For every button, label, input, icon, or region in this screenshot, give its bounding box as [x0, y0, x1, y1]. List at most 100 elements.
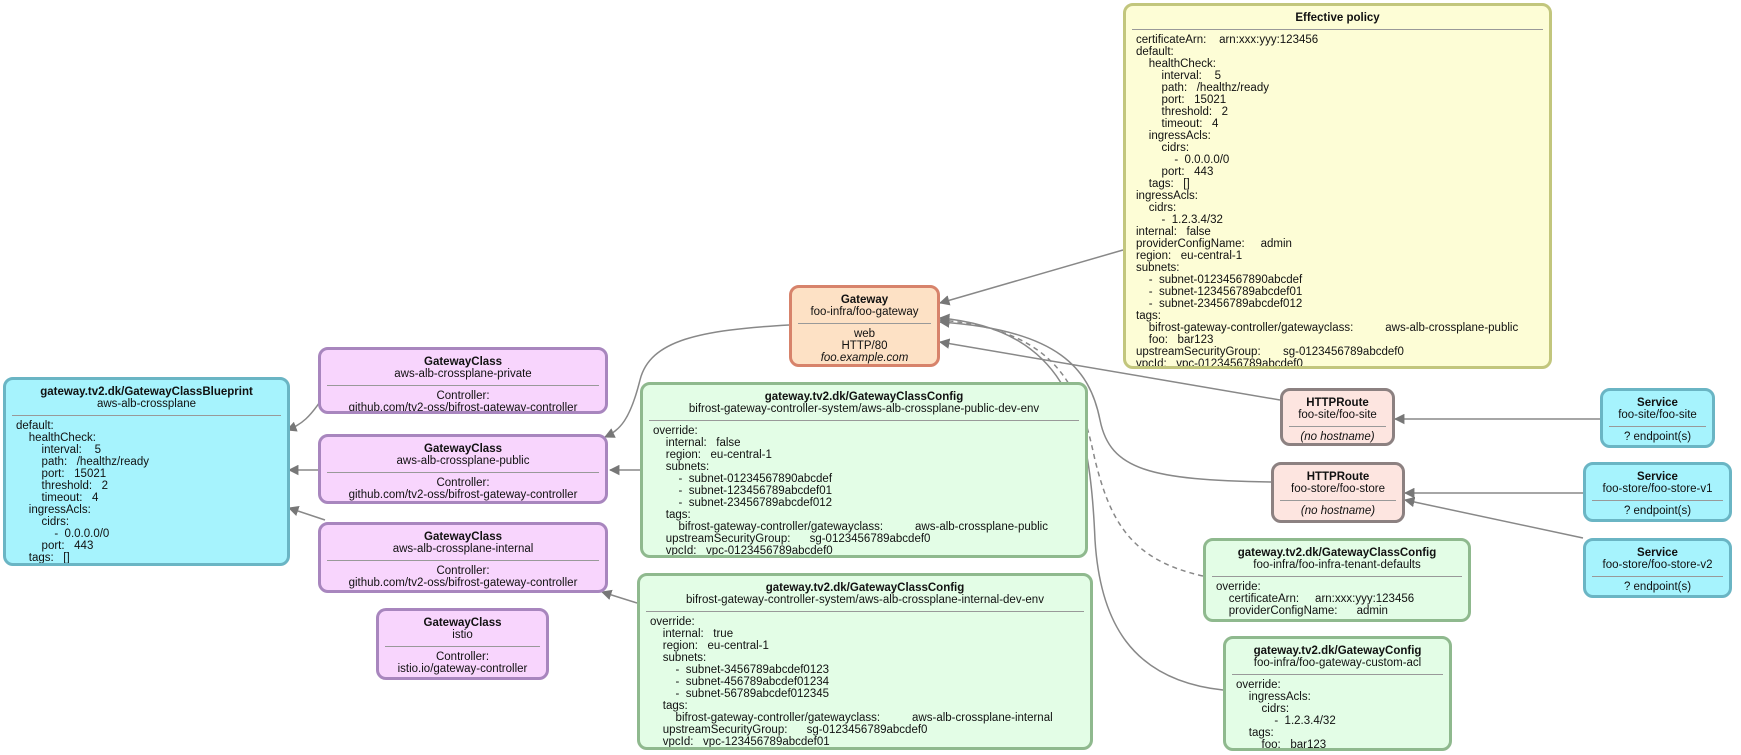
yaml-line: interval: 5: [16, 444, 102, 456]
httproute-foo-site-node[interactable]: HTTPRoute foo-site/foo-site (no hostname…: [1280, 388, 1395, 446]
gatewayclassconfig-public-node[interactable]: gateway.tv2.dk/GatewayClassConfig bifros…: [640, 382, 1088, 558]
separator: [1592, 576, 1723, 577]
separator: [649, 420, 1079, 421]
yaml-line: cidrs:: [16, 516, 70, 528]
yaml-line: timeout: 4: [16, 492, 99, 504]
service-foo-site-node[interactable]: Service foo-site/foo-site ? endpoint(s): [1600, 388, 1715, 448]
node-title: gateway.tv2.dk/GatewayConfig: [1253, 645, 1422, 657]
separator: [1232, 674, 1443, 675]
yaml-line: default:: [1136, 46, 1174, 58]
yaml-line: threshold: 2: [16, 480, 109, 492]
yaml-body: override: ingressAcls: cidrs: - 1.2.3.4/…: [1226, 679, 1449, 751]
node-subtitle: foo-site/foo-site: [1298, 409, 1377, 421]
gatewayclass-private-node[interactable]: GatewayClass aws-alb-crossplane-private …: [318, 347, 608, 414]
node-subtitle: foo-infra/foo-infra-tenant-defaults: [1253, 559, 1421, 571]
yaml-line: override:: [650, 616, 695, 628]
yaml-line: region: eu-central-1: [650, 640, 769, 652]
separator: [385, 646, 540, 647]
separator: [327, 472, 599, 473]
yaml-line: ingressAcls:: [1136, 130, 1211, 142]
yaml-line: tags:: [1136, 310, 1161, 322]
yaml-line: providerConfigName: admin: [1216, 605, 1388, 617]
node-subtitle: aws-alb-crossplane-private: [394, 368, 532, 380]
yaml-line: region: eu-central-1: [1136, 250, 1243, 262]
yaml-line: region: eu-central-1: [653, 449, 772, 461]
separator: [1132, 29, 1543, 30]
yaml-line: override:: [1236, 679, 1281, 691]
gatewayclass-public-node[interactable]: GatewayClass aws-alb-crossplane-public C…: [318, 434, 608, 504]
effective-policy-node[interactable]: Effective policy certificateArn: arn:xxx…: [1123, 3, 1552, 369]
node-title: HTTPRoute: [1306, 471, 1370, 483]
node-title: HTTPRoute: [1306, 397, 1369, 409]
separator: [1289, 426, 1386, 427]
yaml-line: tags:: [650, 700, 688, 712]
yaml-line: - subnet-123456789abcdef01: [653, 485, 833, 497]
node-title: GatewayClass: [424, 443, 502, 455]
gateway-node[interactable]: Gateway foo-infra/foo-gateway web HTTP/8…: [789, 285, 940, 367]
node-title: gateway.tv2.dk/GatewayClassConfig: [764, 391, 964, 403]
yaml-line: bifrost-gateway-controller/gatewayclass:…: [653, 521, 1048, 533]
edge-policy-to-gateway: [938, 249, 1124, 306]
yaml-line: port: 443: [1136, 166, 1214, 178]
yaml-line: bifrost-gateway-controller/gatewayclass:…: [650, 712, 1053, 724]
gatewayclassconfig-internal-node[interactable]: gateway.tv2.dk/GatewayClassConfig bifros…: [637, 573, 1093, 750]
controller-name: github.com/tv2-oss/bifrost-gateway-contr…: [348, 402, 578, 414]
yaml-line: internal: false: [653, 437, 741, 449]
endpoint-count: ? endpoint(s): [1623, 431, 1692, 443]
yaml-line: ingressAcls:: [1136, 190, 1198, 202]
controller-name: github.com/tv2-oss/bifrost-gateway-contr…: [348, 577, 578, 589]
httproute-foo-store-node[interactable]: HTTPRoute foo-store/foo-store (no hostna…: [1271, 462, 1405, 523]
yaml-line: tags: []: [16, 552, 70, 564]
node-title: gateway.tv2.dk/GatewayClassBlueprint: [40, 386, 253, 398]
yaml-line: - 1.2.3.4/32: [1236, 715, 1336, 727]
node-title: GatewayClass: [424, 356, 502, 368]
yaml-body: default: healthCheck: interval: 5 path: …: [6, 420, 287, 564]
yaml-line: path: /healthz/ready: [16, 456, 149, 468]
tenant-defaults-config-node[interactable]: gateway.tv2.dk/GatewayClassConfig foo-in…: [1203, 538, 1471, 622]
separator: [798, 323, 931, 324]
route-hostname: (no hostname): [1300, 431, 1375, 443]
yaml-line: subnets:: [653, 461, 710, 473]
node-title: Gateway: [840, 294, 889, 306]
yaml-line: internal: false: [1136, 226, 1211, 238]
endpoint-count: ? endpoint(s): [1623, 581, 1692, 593]
separator: [327, 560, 599, 561]
node-subtitle: istio: [452, 629, 473, 641]
edge-route-site-to-gateway: [938, 338, 1281, 401]
yaml-line: override:: [653, 425, 698, 437]
yaml-line: providerConfigName: admin: [1136, 238, 1292, 250]
yaml-line: upstreamSecurityGroup: sg-0123456789abcd…: [653, 533, 931, 545]
yaml-line: - subnet-23456789abcdef012: [1136, 298, 1303, 310]
edge-svc-v2-to-route-store: [1403, 496, 1584, 539]
yaml-body: override: certificateArn: arn:xxx:yyy:12…: [1206, 581, 1468, 617]
yaml-line: foo: bar123: [1236, 739, 1327, 751]
service-foo-store-v2-node[interactable]: Service foo-store/foo-store-v2 ? endpoin…: [1583, 538, 1732, 598]
yaml-line: path: /healthz/ready: [1136, 82, 1269, 94]
yaml-line: bifrost-gateway-controller/gatewayclass:…: [1136, 322, 1519, 334]
yaml-line: tags: []: [1136, 178, 1190, 190]
yaml-line: - 0.0.0.0/0: [1136, 154, 1230, 166]
node-title: Service: [1637, 547, 1678, 559]
yaml-line: interval: 5: [1136, 70, 1222, 82]
node-subtitle: foo-store/foo-store-v2: [1602, 559, 1713, 571]
yaml-line: port: 443: [16, 540, 94, 552]
gatewayclassblueprint-node[interactable]: gateway.tv2.dk/GatewayClassBlueprint aws…: [3, 377, 290, 566]
edge-tenant-defaults-to-gateway: [938, 315, 1204, 577]
gateway-custom-acl-config-node[interactable]: gateway.tv2.dk/GatewayConfig foo-infra/f…: [1223, 636, 1452, 751]
separator: [1609, 426, 1706, 427]
yaml-line: cidrs:: [1236, 703, 1290, 715]
gatewayclass-internal-node[interactable]: GatewayClass aws-alb-crossplane-internal…: [318, 522, 608, 593]
node-subtitle: foo-infra/foo-gateway-custom-acl: [1253, 657, 1422, 669]
yaml-line: port: 15021: [1136, 94, 1227, 106]
service-foo-store-v1-node[interactable]: Service foo-store/foo-store-v1 ? endpoin…: [1583, 462, 1732, 522]
gatewayclass-istio-node[interactable]: GatewayClass istio Controller: istio.io/…: [376, 608, 549, 680]
node-subtitle: bifrost-gateway-controller-system/aws-al…: [688, 403, 1040, 415]
yaml-body: override: internal: false region: eu-cen…: [643, 425, 1085, 555]
yaml-line: foo: bar123: [1136, 334, 1214, 346]
controller-label: Controller:: [436, 390, 490, 402]
yaml-line: override:: [1216, 581, 1261, 593]
controller-name: github.com/tv2-oss/bifrost-gateway-contr…: [348, 489, 578, 501]
yaml-line: - subnet-123456789abcdef01: [1136, 286, 1303, 298]
separator: [1592, 500, 1723, 501]
